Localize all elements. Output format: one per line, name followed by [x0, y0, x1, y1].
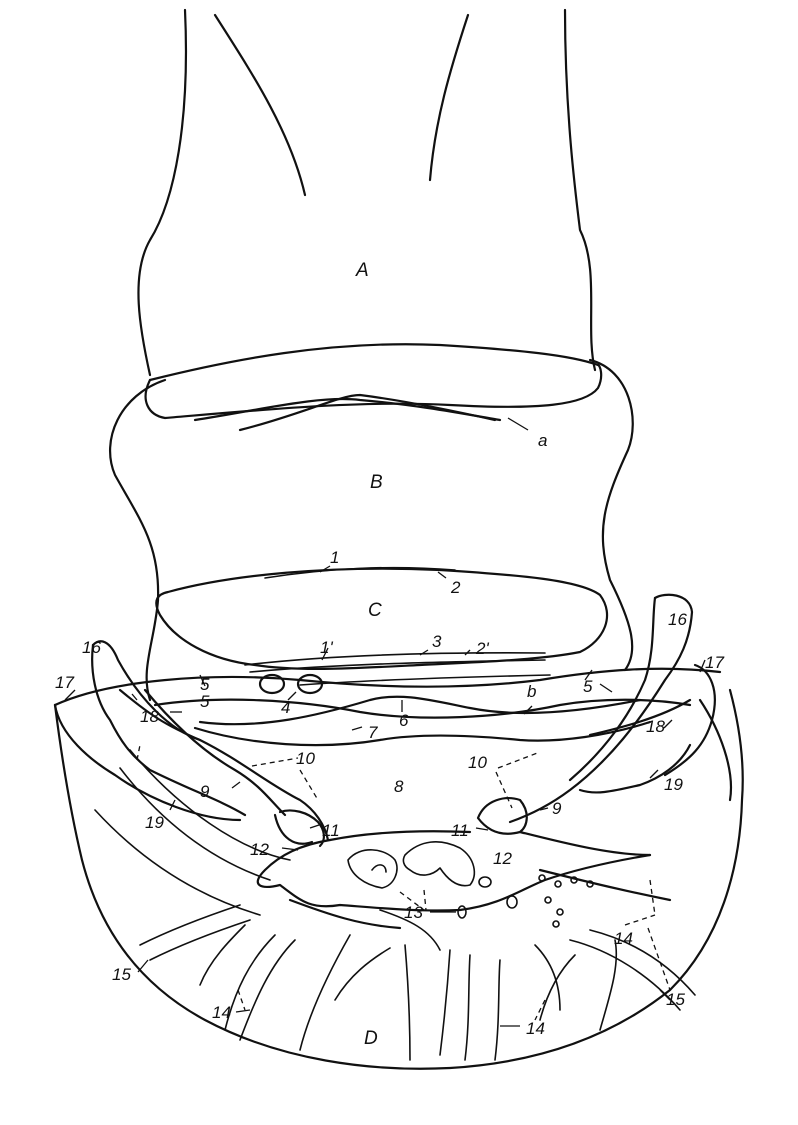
label-19-right: 19 — [664, 775, 683, 794]
label-5-left-2: 5 — [200, 692, 210, 711]
label-12-right: 12 — [493, 849, 512, 868]
label-16-left: 16 — [82, 638, 101, 657]
label-14-right-upper: 14 — [614, 929, 633, 948]
label-16-right: 16 — [668, 610, 687, 629]
label-D: D — [364, 1028, 378, 1049]
bone-c-outline — [156, 569, 607, 685]
label-9-right: 9 — [552, 799, 562, 818]
structure-13-cavities — [348, 842, 593, 927]
right-process-16 — [478, 595, 731, 834]
label-a: a — [538, 431, 547, 450]
label-18-left: 18 — [140, 707, 159, 726]
label-15-right: 15 — [666, 990, 685, 1009]
label-12-left: 12 — [250, 840, 269, 859]
label-4: 4 — [281, 698, 290, 717]
label-A: A — [355, 260, 369, 281]
label-11-left: 11 — [322, 821, 340, 840]
label-17-right: 17 — [705, 653, 724, 672]
label-9-left: 9 — [200, 782, 210, 801]
label-19-left: 19 — [145, 813, 164, 832]
label-14-left: 14 — [212, 1003, 231, 1022]
label-B: B — [370, 472, 383, 493]
label-C: C — [368, 600, 382, 621]
label-3: 3 — [432, 632, 442, 651]
label-2: 2 — [450, 578, 461, 597]
label-14-bottom: 14 — [526, 1019, 545, 1038]
label-18-right: 18 — [646, 717, 665, 736]
label-17-left: 17 — [55, 673, 74, 692]
structure-14-grooves — [95, 750, 695, 1060]
label-7: 7 — [368, 723, 378, 742]
label-10-left: 10 — [296, 749, 315, 768]
label-6: 6 — [399, 711, 409, 730]
label-10-right: 10 — [468, 753, 487, 772]
label-1-prime: 1' — [320, 638, 333, 657]
label-2-prime: 2' — [475, 639, 489, 658]
bone-d-outline — [55, 690, 743, 1069]
label-11-right: 11 — [451, 821, 469, 840]
label-1: 1 — [330, 548, 339, 567]
bone-a-outline — [138, 10, 601, 418]
label-b: b — [527, 682, 536, 701]
label-13: 13 — [404, 903, 423, 922]
bone-b-outline — [110, 360, 633, 700]
label-15-left: 15 — [112, 965, 131, 984]
label-8: 8 — [394, 777, 404, 796]
label-5-right: 5 — [583, 677, 593, 696]
